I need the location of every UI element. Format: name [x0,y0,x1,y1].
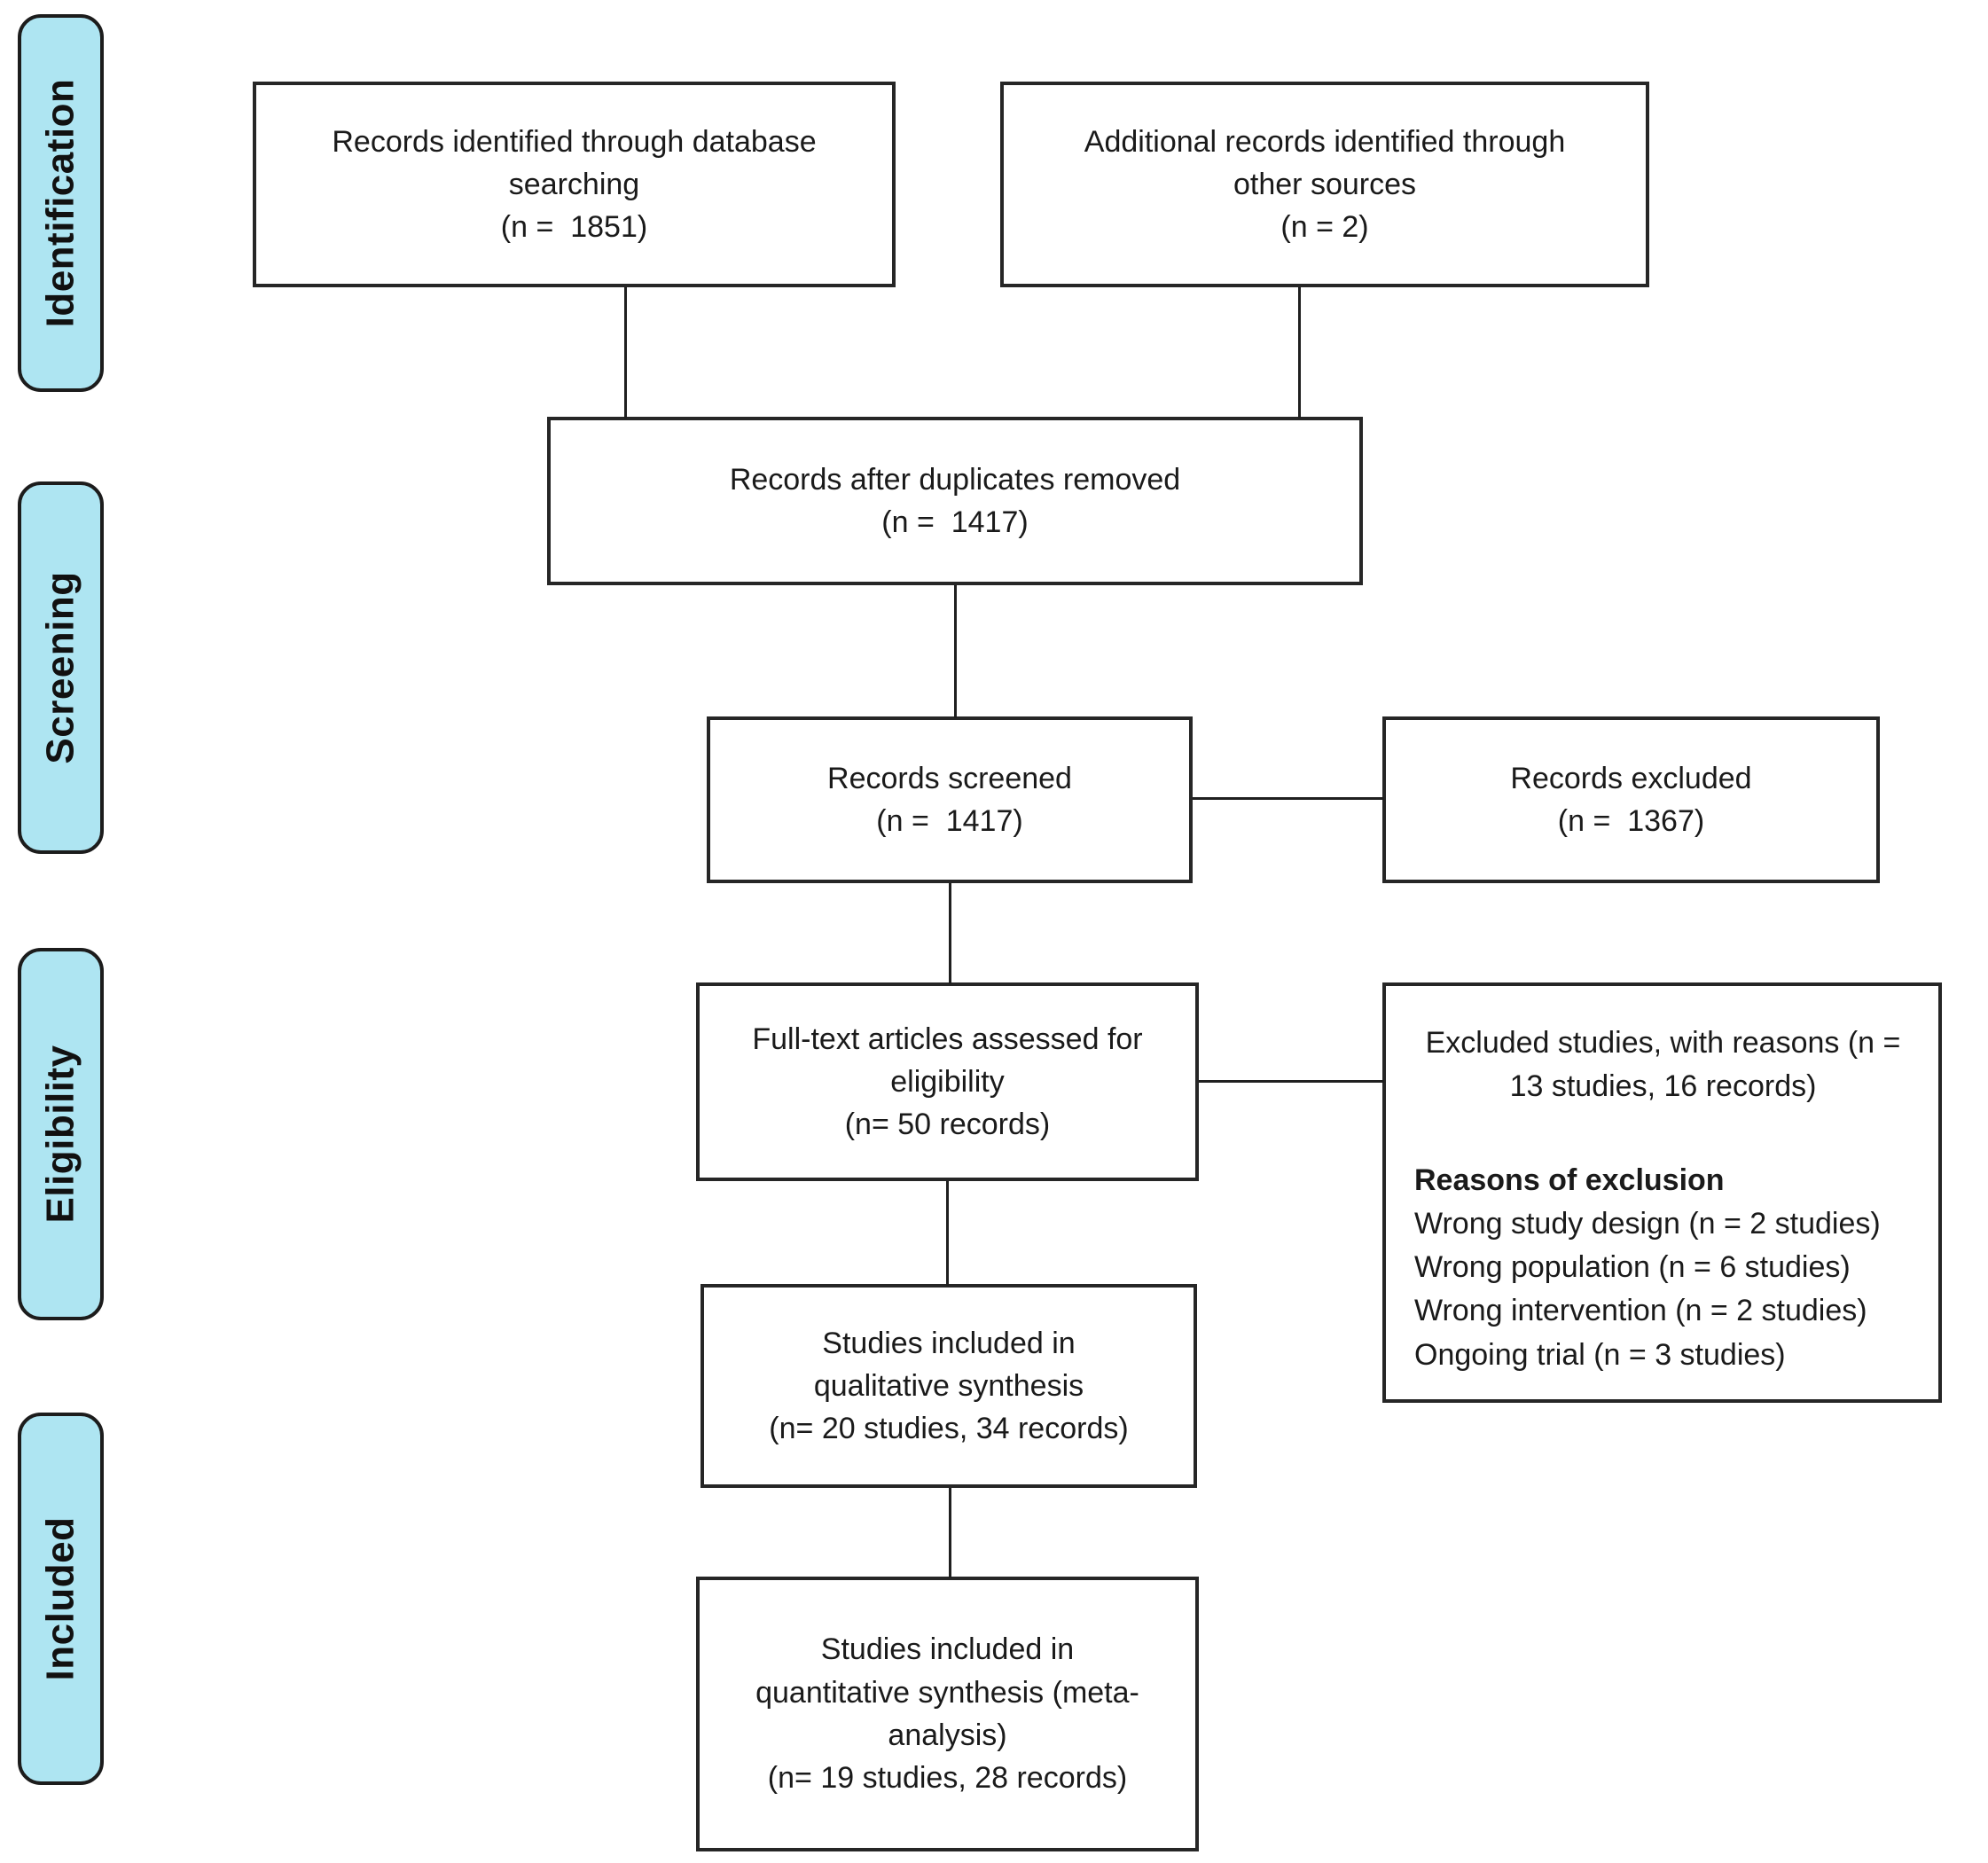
exclusion-reason-item: Wrong population (n = 6 studies) [1414,1250,1851,1285]
connector-fulltext-to-qualitative [946,1181,949,1286]
box-records-excluded: Records excluded (n = 1367) [1382,716,1880,883]
connector-other-sources-to-duplicates [1298,287,1301,419]
box-records-identified-database: Records identified through database sear… [253,82,896,287]
stage-label-included-text: Included [38,1516,82,1681]
stage-label-eligibility-text: Eligibility [38,1045,82,1224]
connector-screened-to-excluded [1193,797,1384,800]
box-qualitative-synthesis: Studies included in qualitative synthesi… [700,1284,1197,1488]
exclusion-reason-item: Wrong intervention (n = 2 studies) [1414,1294,1867,1328]
box-quantitative-synthesis: Studies included in quantitative synthes… [696,1577,1199,1851]
stage-label-eligibility: Eligibility [18,948,104,1320]
stage-label-included: Included [18,1413,104,1785]
stage-label-screening: Screening [18,481,104,854]
connector-duplicates-to-screened [954,585,957,718]
box-records-after-duplicates-removed: Records after duplicates removed (n = 14… [547,417,1363,585]
stage-label-identification: Identification [18,14,104,392]
reasons-of-exclusion-heading: Reasons of exclusion [1414,1162,1725,1197]
connector-fulltext-to-excluded-studies [1199,1080,1384,1083]
exclusion-reason-item: Wrong study design (n = 2 studies) [1414,1206,1881,1241]
box-records-screened: Records screened (n = 1417) [707,716,1193,883]
excluded-studies-title: Excluded studies, with reasons (n = 13 s… [1425,1026,1901,1104]
exclusion-reason-item: Ongoing trial (n = 3 studies) [1414,1337,1786,1372]
connector-qualitative-to-quantitative [949,1488,951,1578]
box-excluded-studies-with-reasons: Excluded studies, with reasons (n = 13 s… [1382,982,1942,1403]
box-additional-records-other-sources: Additional records identified through ot… [1000,82,1649,287]
stage-label-identification-text: Identification [38,78,82,328]
connector-screened-to-fulltext [949,883,951,984]
connector-database-to-duplicates [624,287,627,419]
stage-label-screening-text: Screening [38,571,82,764]
box-fulltext-assessed: Full-text articles assessed for eligibil… [696,982,1199,1181]
